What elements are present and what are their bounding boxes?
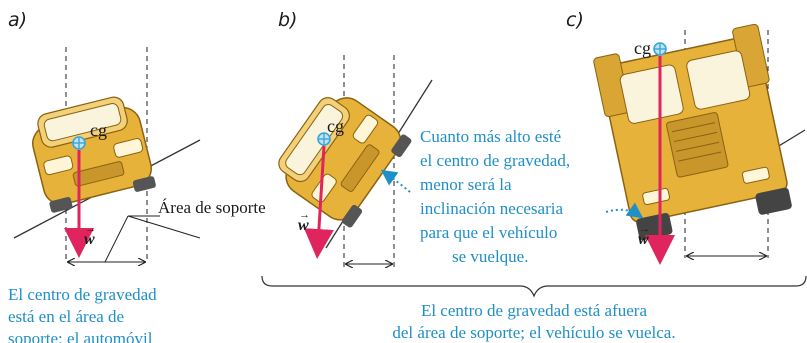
panel-c: c) cg xyxy=(566,9,806,265)
panel-a: a) cg w → xyxy=(8,9,266,343)
caption-a-line-1: El centro de gravedad xyxy=(8,285,157,304)
support-area-leader-a xyxy=(104,215,129,263)
weight-label-b: w xyxy=(298,217,309,234)
support-area-leader-c xyxy=(127,215,201,239)
caption-b-line-1: Cuanto más alto esté xyxy=(420,127,561,146)
support-area-label: Área de soporte xyxy=(158,198,266,217)
caption-b-line-2: el centro de gravedad, xyxy=(420,151,570,170)
caption-b-line-4: inclinación necesaria xyxy=(420,199,563,218)
vector-arrow-glyph-c: → xyxy=(639,223,650,235)
car-vehicle-a xyxy=(32,96,156,213)
panel-b: b) cg w → xyxy=(278,9,570,268)
weight-arrow-b xyxy=(303,145,334,259)
weight-label-c: w xyxy=(638,231,649,248)
cg-marker-a xyxy=(72,136,86,150)
caption-bottom-line-2: del área de soporte; el vehículo se vuel… xyxy=(392,323,675,342)
cg-marker-c xyxy=(653,42,667,56)
cg-label-c: cg xyxy=(634,38,651,58)
panel-c-label: c) xyxy=(566,9,584,31)
truck-vehicle-c xyxy=(593,23,792,241)
caption-b-line-5: para que el vehículo xyxy=(420,223,557,242)
cg-label-a: cg xyxy=(90,120,107,140)
caption-bottom-line-1: El centro de gravedad está afuera xyxy=(421,301,648,320)
caption-pointer-b xyxy=(380,169,411,193)
caption-b-line-3: menor será la xyxy=(420,175,512,194)
panel-b-label: b) xyxy=(278,9,297,31)
cg-marker-b xyxy=(317,132,331,146)
caption-a-line-2: está en el área de xyxy=(8,307,124,326)
weight-label-a: w xyxy=(84,231,95,248)
car-vehicle-b xyxy=(278,97,412,228)
caption-b-line-6: se vuelque. xyxy=(452,247,528,266)
cg-label-b: cg xyxy=(327,116,344,136)
vector-arrow-glyph-a: → xyxy=(85,223,96,235)
vector-arrow-glyph-b: → xyxy=(299,209,310,221)
panel-a-label: a) xyxy=(8,9,27,31)
caption-a-line-3: soporte; el automóvil xyxy=(8,329,153,343)
brace-b-c xyxy=(261,275,807,298)
